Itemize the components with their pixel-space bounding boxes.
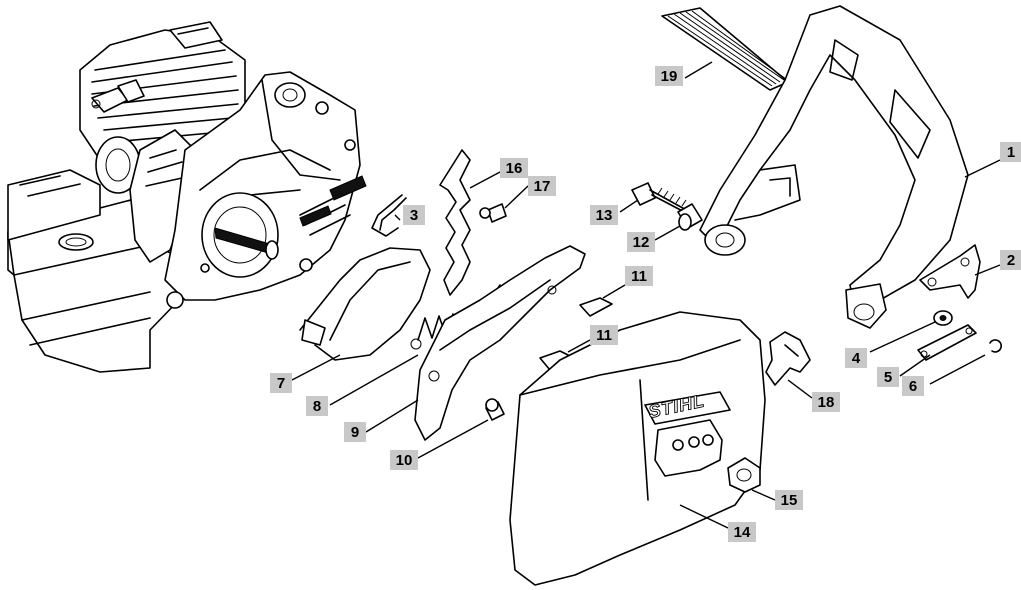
engine-housing — [7, 21, 367, 373]
parts-16-17 — [439, 149, 507, 296]
callout-label: 4 — [852, 350, 861, 367]
callout-label: 18 — [818, 394, 835, 411]
parts-12-13 — [631, 182, 703, 231]
parts-4-5-6 — [917, 310, 1003, 361]
callout-label: 14 — [734, 524, 751, 541]
callout-label: 2 — [1007, 252, 1015, 269]
part-2-bracket — [919, 244, 981, 299]
callout-15: 15 — [775, 490, 803, 510]
callout-label: 19 — [661, 68, 678, 85]
leader-lines — [291, 61, 1001, 529]
part-7-brake-band — [299, 247, 431, 361]
callout-7: 7 — [270, 373, 292, 393]
callout-label: 1 — [1007, 144, 1015, 161]
callout-10: 10 — [390, 450, 418, 470]
callout-1: 1 — [1000, 142, 1021, 162]
callout-label: 3 — [410, 207, 418, 224]
callout-label: 11 — [631, 268, 647, 285]
part-14-sprocket-cover: STIHL — [509, 311, 766, 586]
callout-12: 12 — [627, 232, 655, 252]
callout-label: 5 — [884, 369, 892, 386]
callout-label: 16 — [506, 160, 523, 177]
callout-label: 8 — [313, 398, 321, 415]
callout-label: 12 — [633, 234, 650, 251]
callout-13: 13 — [590, 205, 618, 225]
part-10-screw — [485, 398, 505, 421]
callout-11-lower: 11 — [590, 325, 618, 345]
part-9-brake-lever — [414, 245, 586, 441]
callout-9: 9 — [344, 422, 366, 442]
callout-17: 17 — [528, 176, 556, 196]
callout-14: 14 — [728, 522, 756, 542]
part-15-nut — [727, 457, 761, 493]
part-3-clip — [371, 194, 407, 237]
callout-label: 9 — [351, 424, 359, 441]
callout-label: 15 — [781, 492, 798, 509]
callout-label: 6 — [909, 378, 917, 395]
callout-label: 17 — [534, 178, 551, 195]
callout-label: 10 — [396, 452, 413, 469]
callout-label: 13 — [596, 207, 613, 224]
callout-3: 3 — [403, 205, 425, 225]
callout-18: 18 — [812, 392, 840, 412]
callout-5: 5 — [877, 367, 899, 387]
callout-4: 4 — [845, 348, 867, 368]
callout-label: 11 — [596, 327, 612, 344]
callout-6: 6 — [902, 376, 924, 396]
callout-label: 7 — [277, 375, 285, 392]
callout-2: 2 — [1000, 250, 1021, 270]
callout-16: 16 — [500, 158, 528, 178]
callout-19: 19 — [655, 66, 683, 86]
callout-11-upper: 11 — [625, 266, 653, 286]
part-18-lever — [765, 331, 811, 386]
callout-8: 8 — [306, 396, 328, 416]
part-1-hand-guard — [699, 5, 969, 329]
